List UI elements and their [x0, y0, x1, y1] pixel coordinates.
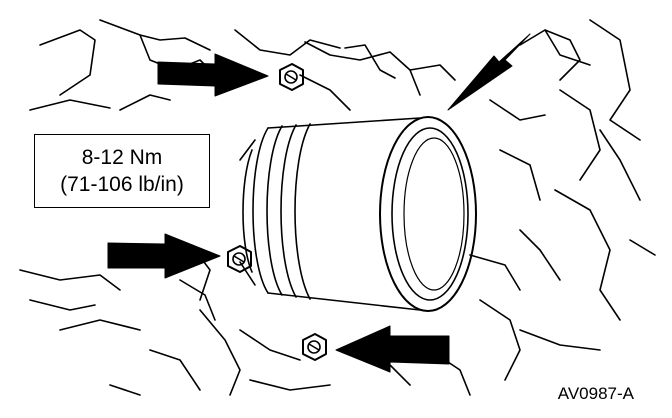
arrow-icon — [335, 325, 450, 373]
arrow-icon — [157, 53, 269, 97]
arrow-icon — [447, 33, 531, 111]
throttle-body-cylinder — [239, 116, 477, 312]
figure-id: AV0987-A — [557, 384, 634, 403]
engine-background-linework — [19, 19, 656, 396]
arrow-icon — [107, 233, 221, 279]
bolt-icon — [302, 333, 327, 361]
torque-imperial: (71-106 lb/in) — [60, 173, 184, 196]
bolt-icon — [227, 245, 252, 273]
bolt-icon — [279, 63, 304, 91]
torque-spec-callout: 8-12 Nm (71-106 lb/in) — [34, 134, 210, 208]
torque-metric: 8-12 Nm — [81, 146, 163, 169]
